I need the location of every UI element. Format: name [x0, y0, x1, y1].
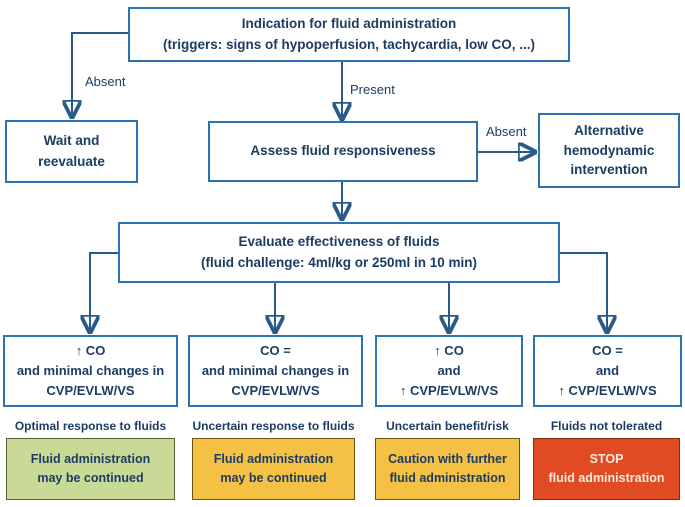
condition-line: ↑ CO — [434, 342, 464, 358]
outcome-action-box: Fluid administration may be continued — [192, 438, 355, 500]
condition-line: ↑ CO — [75, 342, 106, 358]
outcome-label: Fluids not tolerated — [550, 419, 663, 433]
outcome-label: Uncertain response to fluids — [192, 419, 355, 433]
outcome-condition-box: ↑ CO and ↑ CVP/EVLW/VS — [375, 335, 523, 407]
evaluate-box: Evaluate effectiveness of fluids (fluid … — [118, 222, 560, 283]
wait-reevaluate-box: Wait and reevaluate — [5, 120, 138, 183]
outcome-label: Uncertain benefit/risk — [386, 419, 509, 433]
condition-line: and — [595, 362, 620, 378]
action-line: STOP — [589, 451, 624, 466]
edge-label-absent-right: Absent — [486, 124, 527, 139]
edge-label-absent-left: Absent — [85, 74, 126, 89]
condition-line: CO = — [592, 342, 623, 358]
arrow-to-outcome-4 — [560, 252, 607, 331]
outcome-condition-box: CO = and ↑ CVP/EVLW/VS — [533, 335, 682, 407]
action-line: may be continued — [37, 471, 144, 485]
alternative-box: Alternative hemodynamic intervention — [538, 113, 680, 188]
outcome-condition-box: CO = and minimal changes in CVP/EVLW/VS — [188, 335, 363, 407]
indication-line2: (triggers: signs of hypoperfusion, tachy… — [162, 36, 536, 52]
alternative-line2: hemodynamic — [563, 142, 655, 158]
condition-line: and minimal changes in — [201, 362, 350, 378]
alternative-line3: intervention — [570, 162, 648, 178]
action-line: may be continued — [220, 471, 327, 485]
condition-line: CVP/EVLW/VS — [231, 383, 320, 399]
arrow-to-outcome-1 — [90, 252, 118, 331]
condition-line: CO = — [260, 342, 291, 358]
condition-line: and minimal changes in — [16, 362, 165, 378]
condition-line: ↑ CVP/EVLW/VS — [399, 383, 499, 399]
action-line: Caution with further — [388, 451, 507, 466]
outcome-condition-box: ↑ CO and minimal changes in CVP/EVLW/VS — [3, 335, 178, 407]
action-line: fluid administration — [548, 471, 665, 485]
condition-line: ↑ CVP/EVLW/VS — [558, 383, 657, 399]
assess-label: Assess fluid responsiveness — [250, 143, 436, 159]
action-line: Fluid administration — [213, 451, 334, 466]
indication-line1: Indication for fluid administration — [241, 16, 457, 32]
outcome-label: Optimal response to fluids — [14, 419, 167, 433]
wait-line1: Wait and — [43, 133, 100, 149]
outcome-action-box: Fluid administration may be continued — [6, 438, 175, 500]
outcome-action-box: STOP fluid administration — [533, 438, 680, 500]
assess-box: Assess fluid responsiveness — [208, 121, 478, 182]
wait-line2: reevaluate — [38, 153, 105, 169]
evaluate-line1: Evaluate effectiveness of fluids — [238, 234, 440, 250]
condition-line: and — [437, 362, 461, 378]
evaluate-line2: (fluid challenge: 4ml/kg or 250ml in 10 … — [200, 254, 478, 270]
indication-box: Indication for fluid administration (tri… — [128, 7, 570, 62]
action-line: Fluid administration — [30, 451, 151, 466]
edge-label-present: Present — [350, 82, 395, 97]
condition-line: CVP/EVLW/VS — [46, 383, 135, 399]
alternative-line1: Alternative — [574, 123, 644, 139]
outcome-action-box: Caution with further fluid administratio… — [375, 438, 520, 500]
action-line: fluid administration — [389, 471, 506, 485]
